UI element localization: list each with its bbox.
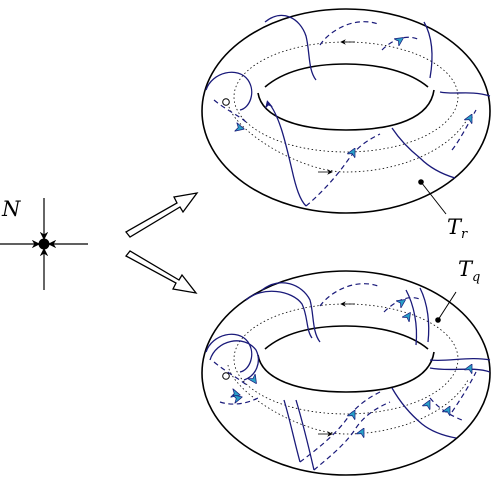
torus-top-open-point <box>222 98 230 106</box>
torus-top-lower-circle <box>227 102 469 173</box>
torus-bottom-orbit-upper-right-1 <box>405 289 418 346</box>
torus-bottom-arrow-2 <box>230 398 238 400</box>
torus-bottom-orbit-lower-right <box>391 387 457 439</box>
torus-top-arrow-2 <box>394 40 400 44</box>
torus-top-orbit-right-edge <box>439 91 491 97</box>
torus-bottom-arrow-7 <box>424 404 428 412</box>
torus-top-orbit-upper-left <box>264 14 317 81</box>
torus-bottom-orbit-right-edge-1 <box>429 357 491 362</box>
torus-bottom-open-point <box>222 372 230 380</box>
torus-top-hole-lower <box>257 89 435 131</box>
torus-bottom-leader-line <box>437 291 457 321</box>
torus-bottom-label-main: T <box>458 257 474 281</box>
torus-bottom-dashed-top-2 <box>383 297 423 313</box>
node-n-phase-portrait: N <box>0 197 88 290</box>
torus-bottom-dashed-right-1 <box>429 397 463 421</box>
torus-bottom-orbit-upper-left-1 <box>261 282 321 343</box>
torus-bottom-orbit-left-loop-1 <box>205 333 253 373</box>
torus-bottom-orbit-lower-left-2 <box>295 399 315 471</box>
torus-top-dashed-top <box>319 21 379 46</box>
torus-bottom-orbit-upper-right-2 <box>419 287 430 343</box>
torus-bottom-dashed-top-1 <box>319 283 379 307</box>
torus-top-label: T <box>447 215 463 239</box>
torus-bottom-dashed-left-1 <box>213 361 249 387</box>
torus-bottom-dashed-left-2 <box>219 397 259 405</box>
torus-bottom-dashed-bottom-1 <box>299 391 381 463</box>
torus-top-meridian-circle <box>233 41 459 153</box>
torus-bottom-label-sub: q <box>472 270 480 285</box>
torus-bottom-arrow-4 <box>404 316 408 322</box>
torus-top-label-sub: r <box>461 227 468 242</box>
torus-top-orbit-upper-right <box>423 21 433 79</box>
torus-top-dashed-right <box>451 109 477 151</box>
torus-bottom-hole-upper <box>264 325 429 350</box>
torus-bottom-label: T <box>458 257 474 281</box>
torus-top: T r <box>201 8 491 242</box>
torus-top-orbit-lower-left <box>267 101 307 207</box>
torus-bottom-outer-boundary <box>201 270 491 476</box>
hollow-arrow-down <box>125 250 198 294</box>
torus-bottom-orbit-left-loop-2 <box>209 340 259 381</box>
torus-bottom-arrow-3 <box>396 302 402 306</box>
torus-bottom-arrow-1 <box>228 392 236 394</box>
torus-top-dashed-top-right <box>381 36 421 51</box>
torus-bottom-orbit-lower-left-1 <box>283 399 301 463</box>
torus-top-dashed-bottom <box>305 133 381 207</box>
torus-bottom: T q <box>201 257 491 476</box>
torus-bottom-dashed-right-2 <box>451 371 477 413</box>
torus-top-leader-line <box>420 181 447 215</box>
torus-top-orbit-lower-right <box>391 127 456 179</box>
torus-top-orbit-left-loop <box>205 71 253 111</box>
torus-top-dashed-left <box>213 99 247 123</box>
torus-bottom-orbit-right-edge-2 <box>429 367 491 373</box>
torus-top-outer-boundary <box>201 8 491 214</box>
torus-top-arrow-1 <box>232 126 240 128</box>
torus-top-label-main: T <box>447 215 463 239</box>
torus-top-hole-upper <box>264 63 429 88</box>
node-label: N <box>1 197 21 221</box>
hollow-arrow-up <box>125 192 199 238</box>
node-point <box>38 238 50 250</box>
torus-bottom-orbit-upper-left-2 <box>245 290 313 339</box>
torus-bottom-meridian-circle <box>233 303 459 415</box>
torus-bottom-hole-lower <box>257 351 435 393</box>
